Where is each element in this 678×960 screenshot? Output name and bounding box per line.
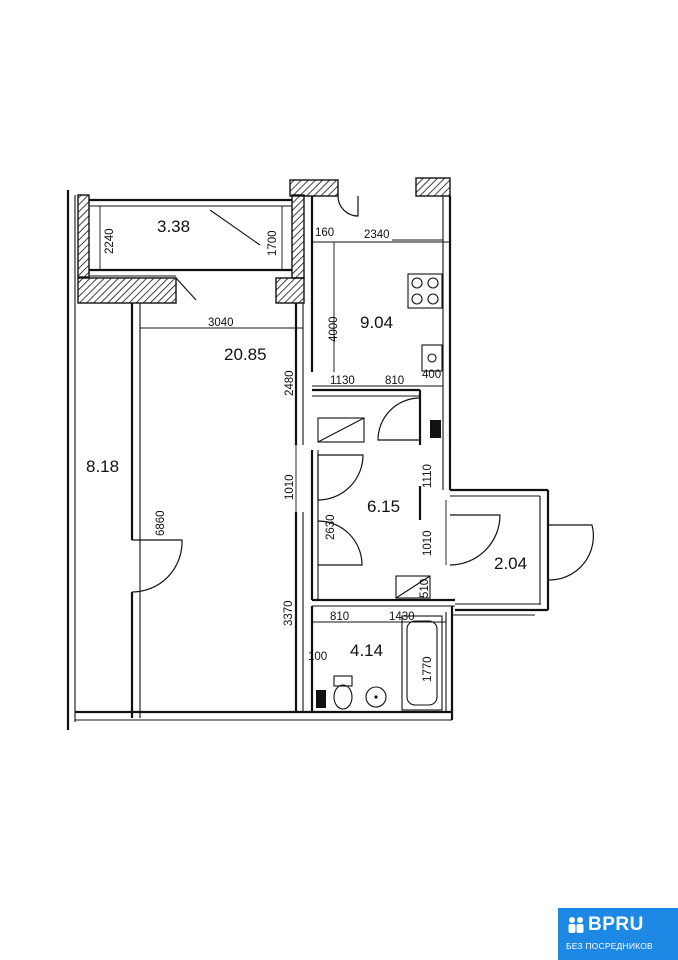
dim-1130: 1130 — [330, 375, 355, 387]
logo-brand: BPRU — [588, 914, 644, 935]
dim-510: 510 — [419, 579, 431, 598]
dim-4000: 4000 — [328, 316, 340, 342]
dim-1010-left: 1010 — [284, 474, 296, 500]
dim-400: 400 — [422, 369, 441, 381]
room-area-left: 8.18 — [86, 457, 119, 476]
logo-tagline: БЕЗ ПОСРЕДНИКОВ — [566, 941, 653, 951]
dim-6860: 6860 — [155, 510, 167, 536]
toilet-icon — [333, 675, 353, 710]
riser-block — [430, 420, 441, 438]
dim-100: 100 — [308, 651, 327, 663]
dim-810-top: 810 — [385, 375, 404, 387]
sink-icon — [421, 344, 443, 372]
room-area-kitchen: 9.04 — [360, 313, 393, 332]
room-area-hall: 6.15 — [367, 497, 400, 516]
dimension-labels: 2240 1700 160 2340 3040 4000 2480 1130 8… — [104, 227, 441, 682]
hatched-walls — [77, 177, 451, 304]
room-area-living: 20.85 — [224, 345, 267, 364]
stove-icon — [407, 273, 443, 309]
dim-1770: 1770 — [422, 656, 434, 682]
dim-3370: 3370 — [283, 600, 295, 626]
riser-block-bath — [316, 690, 326, 708]
dim-2630: 2630 — [325, 514, 337, 540]
dim-810-bottom: 810 — [330, 611, 349, 623]
dim-160: 160 — [315, 227, 334, 239]
doors — [131, 195, 595, 593]
dim-2340: 2340 — [364, 229, 390, 241]
dim-1700: 1700 — [267, 230, 279, 256]
room-areas: 3.38 20.85 9.04 8.18 6.15 2.04 4.14 — [86, 217, 527, 660]
room-area-loggia: 3.38 — [157, 217, 190, 236]
dim-1010-right: 1010 — [422, 530, 434, 556]
walls — [66, 190, 550, 730]
bpru-logo: BPRU БЕЗ ПОСРЕДНИКОВ — [558, 908, 678, 960]
people-icon — [568, 917, 584, 933]
dim-1110: 1110 — [422, 464, 434, 488]
fixtures — [209, 209, 443, 711]
bathtub-icon — [401, 615, 443, 711]
dim-2480: 2480 — [284, 370, 296, 396]
dim-3040: 3040 — [208, 317, 234, 329]
room-area-balcony: 2.04 — [494, 554, 527, 573]
washbasin-icon — [365, 686, 387, 708]
dimension-lines — [99, 206, 535, 712]
room-area-bathroom: 4.14 — [350, 641, 383, 660]
dim-1430: 1430 — [389, 611, 415, 623]
dim-2240: 2240 — [104, 228, 116, 254]
